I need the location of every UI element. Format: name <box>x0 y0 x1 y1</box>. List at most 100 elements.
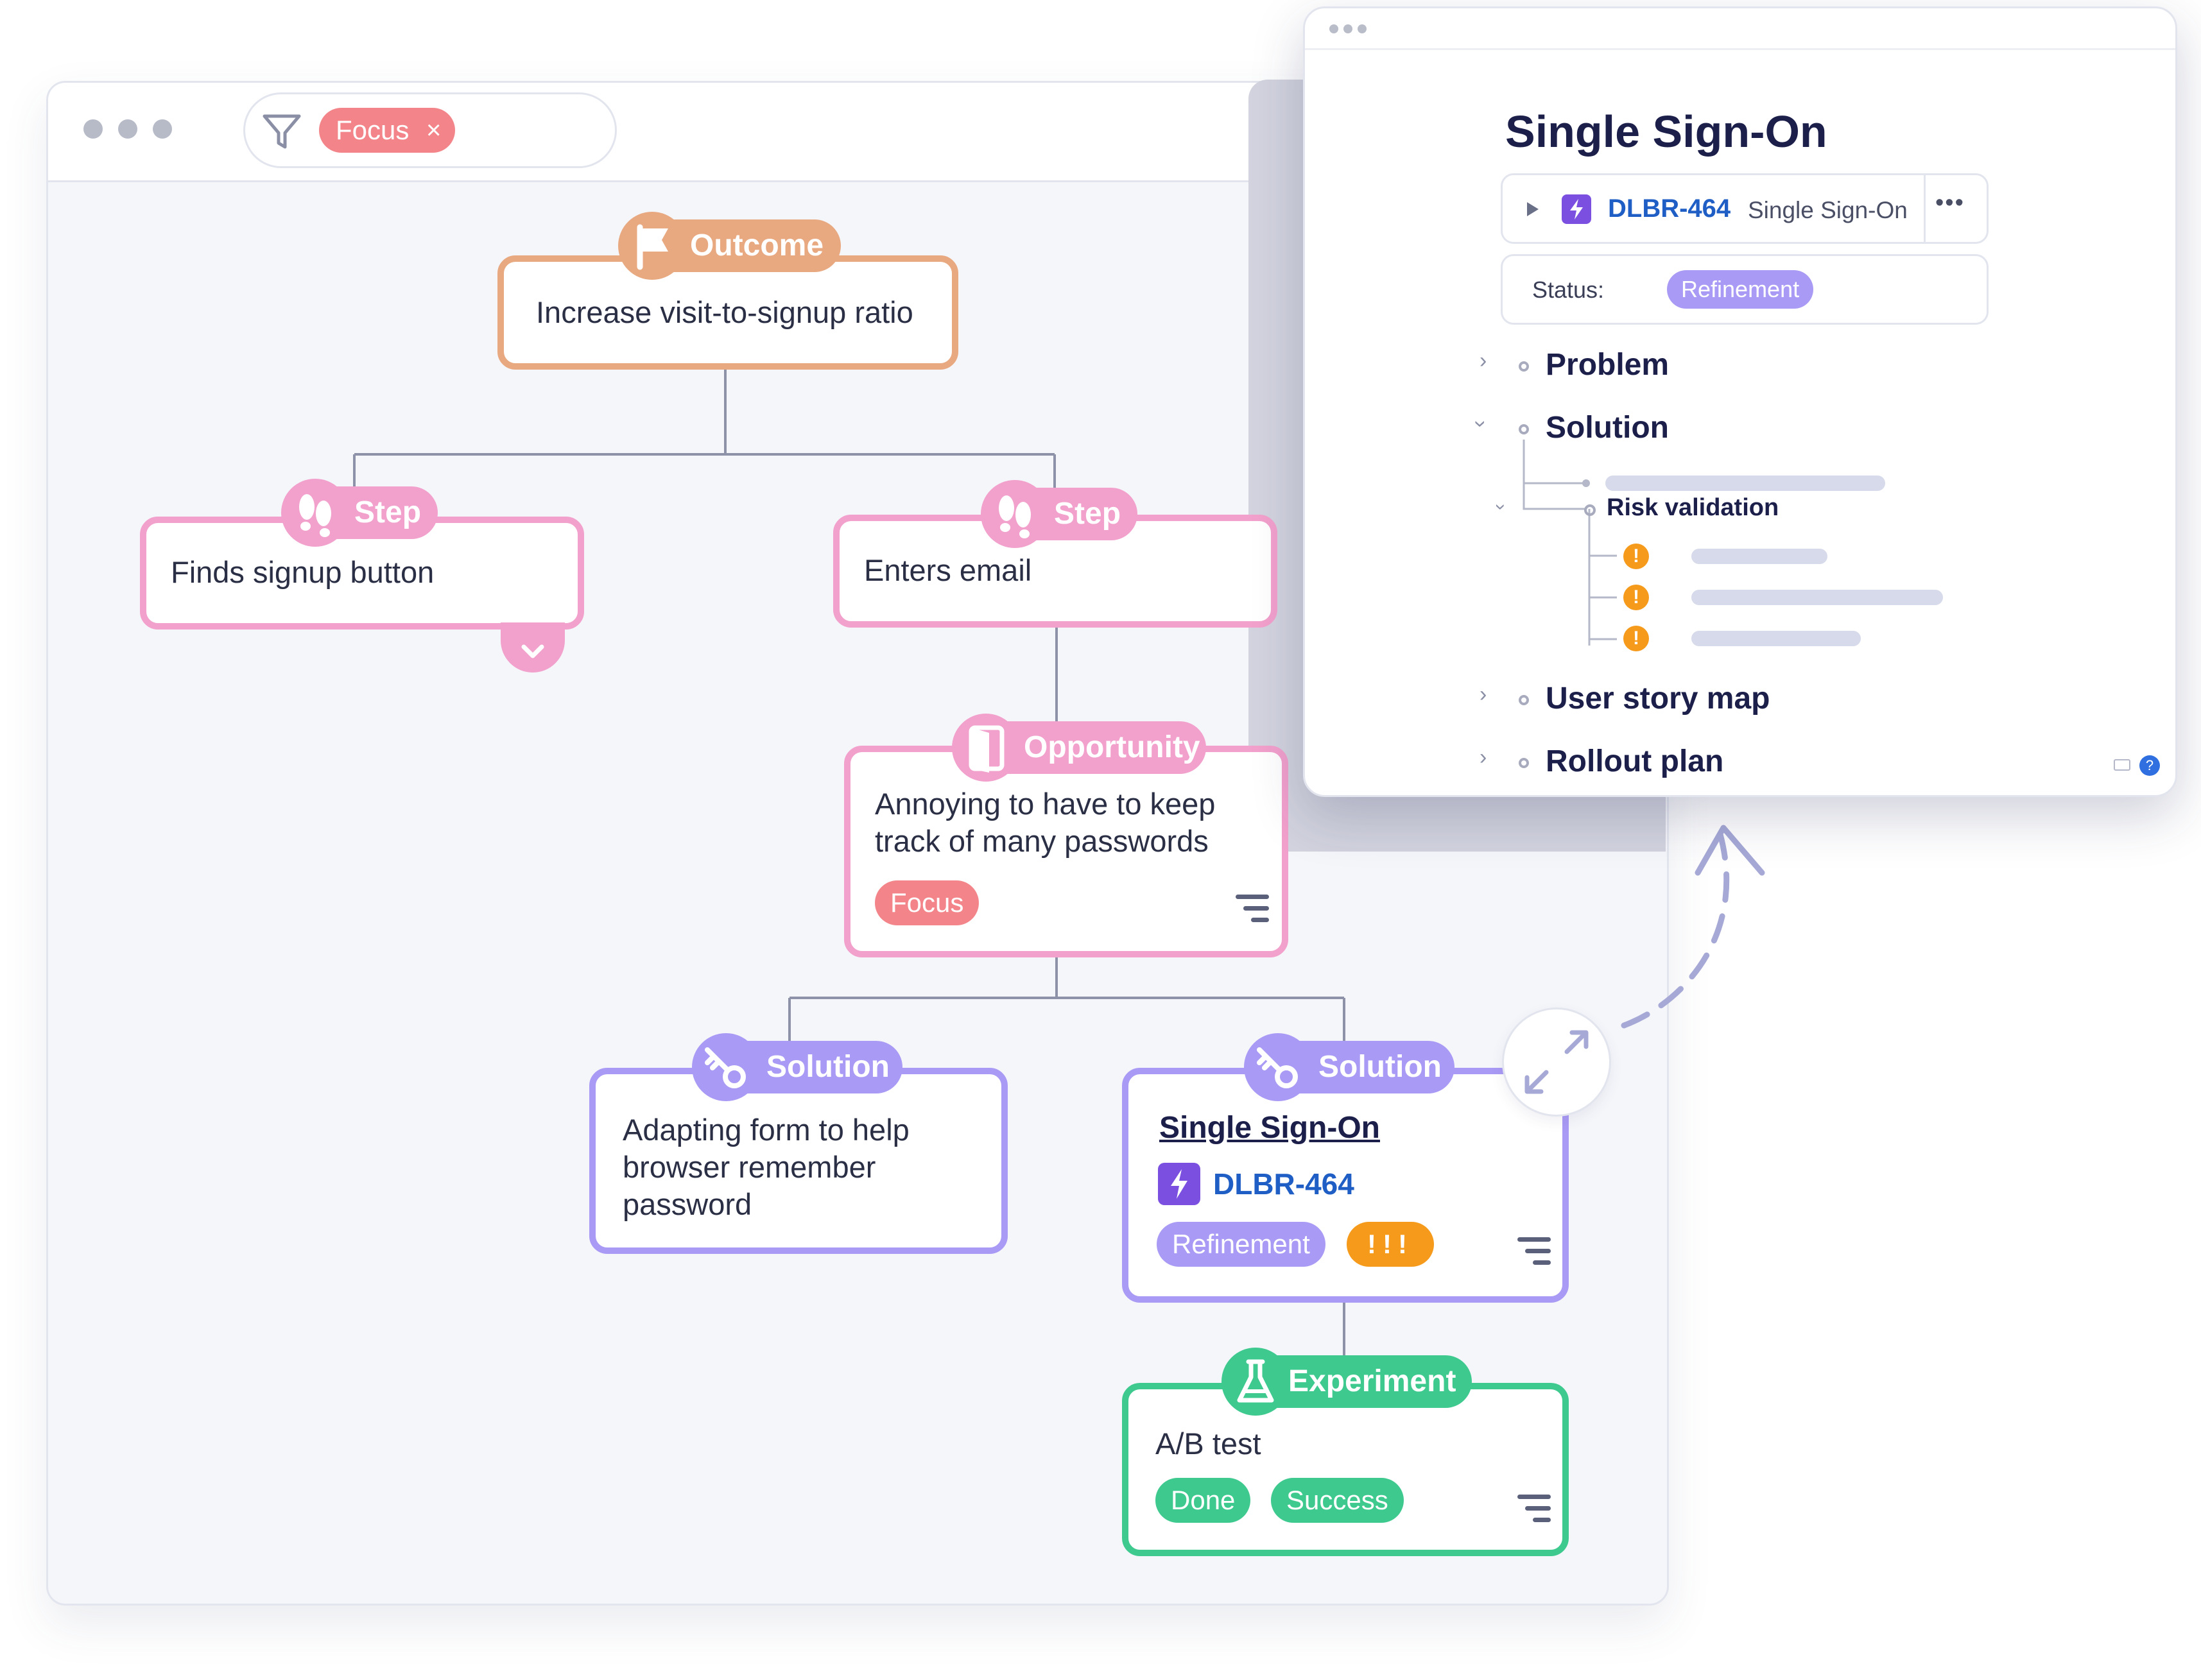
opportunity-text-line: track of many passwords <box>875 824 1209 858</box>
solution2-tag-label: Solution <box>1318 1050 1442 1084</box>
popup-issue-key[interactable]: DLBR-464 <box>1608 194 1731 223</box>
arrow-head <box>1695 825 1765 876</box>
flag-icon <box>618 212 686 280</box>
section-rollout-plan[interactable]: Rollout plan <box>1546 744 1724 778</box>
menu-lines-icon[interactable] <box>1517 1237 1551 1268</box>
menu-lines-icon[interactable] <box>1517 1495 1551 1525</box>
filter-icon[interactable] <box>262 112 302 152</box>
key-icon <box>1244 1033 1312 1101</box>
status-value-chip[interactable]: Refinement <box>1667 270 1814 309</box>
window-dot <box>153 119 172 139</box>
success-chip[interactable]: Success <box>1271 1478 1404 1523</box>
solution-node-2[interactable]: Single Sign-On DLBR-464 Refinement !!! <box>1122 1068 1569 1303</box>
opportunity-text: Annoying to have to keep track of many p… <box>875 785 1215 860</box>
experiment-tag-label: Experiment <box>1288 1364 1456 1398</box>
placeholder-line <box>1691 590 1943 605</box>
outcome-tag-label: Outcome <box>690 228 824 262</box>
step2-text: Enters email <box>864 553 1032 587</box>
chevron-down-icon <box>521 644 544 658</box>
divider <box>1924 175 1926 242</box>
door-icon <box>952 714 1020 782</box>
window-dot <box>118 119 137 139</box>
risk-warnings-chip[interactable]: !!! <box>1347 1222 1434 1267</box>
section-user-story-map[interactable]: User story map <box>1546 681 1770 716</box>
opportunity-text-line: Annoying to have to keep <box>875 787 1216 821</box>
status-row: Status: Refinement <box>1501 254 1989 325</box>
popup-issue-name: Single Sign-On <box>1748 197 1908 223</box>
window-dot <box>1329 24 1338 33</box>
section-ring <box>1519 361 1529 372</box>
popup-titlebar <box>1305 8 2175 50</box>
placeholder-line <box>1691 549 1827 564</box>
chevron-down-icon[interactable]: › <box>1469 420 1494 428</box>
issue-key-link[interactable]: DLBR-464 <box>1213 1167 1354 1201</box>
solution1-text-line: browser remember <box>623 1150 876 1184</box>
warning-icon: ! <box>1623 544 1649 569</box>
focus-chip-label: Focus <box>336 115 410 145</box>
footprints-icon <box>981 480 1049 548</box>
solution1-tag: Solution <box>692 1033 902 1101</box>
footprints-icon <box>281 479 349 547</box>
chevron-right-icon[interactable]: › <box>1480 682 1487 707</box>
experiment-text: A/B test <box>1155 1427 1261 1461</box>
step2-tag-label: Step <box>1054 497 1121 531</box>
solution2-title-link[interactable]: Single Sign-On <box>1159 1111 1380 1145</box>
refinement-chip[interactable]: Refinement <box>1157 1222 1325 1267</box>
focus-chip[interactable]: Focus <box>875 880 980 925</box>
issue-card[interactable]: DLBR-464 Single Sign-On ••• <box>1501 173 1989 244</box>
warning-icon: ! <box>1623 585 1649 610</box>
expand-icon <box>1524 1030 1589 1094</box>
solution2-tag: Solution <box>1244 1033 1454 1101</box>
lightning-icon <box>1158 1163 1200 1205</box>
window-dot <box>1343 24 1352 33</box>
window-dot <box>83 119 103 139</box>
solution1-text: Adapting form to help browser remember p… <box>623 1111 910 1223</box>
section-ring <box>1519 758 1529 768</box>
section-ring <box>1584 504 1596 516</box>
chevron-right-icon[interactable]: › <box>1480 745 1487 769</box>
focus-filter-chip[interactable]: Focus × <box>319 108 456 153</box>
opportunity-tag-label: Opportunity <box>1024 730 1200 764</box>
chevron-right-icon[interactable]: › <box>1480 348 1487 373</box>
key-icon <box>692 1033 760 1101</box>
flask-icon <box>1221 1348 1290 1416</box>
keyboard-icon[interactable] <box>2114 759 2130 771</box>
experiment-node[interactable]: A/B test Done Success <box>1122 1383 1569 1556</box>
solution-node-1[interactable]: Adapting form to help browser remember p… <box>589 1068 1008 1254</box>
lightning-icon <box>1562 194 1591 224</box>
step1-tag: Step <box>281 479 438 547</box>
help-icon[interactable]: ? <box>2139 755 2160 776</box>
experiment-tag: Experiment <box>1221 1348 1472 1416</box>
step-node-2[interactable]: Enters email <box>833 515 1277 628</box>
close-icon[interactable]: × <box>426 116 442 144</box>
popup-title: Single Sign-On <box>1505 107 1827 157</box>
filter-bar[interactable]: Focus × <box>243 92 617 168</box>
risk-validation-label[interactable]: Risk validation <box>1607 494 1779 521</box>
expand-children-button[interactable] <box>501 622 565 673</box>
dashed-link-arrow <box>1621 831 1730 1029</box>
solution1-text-line: password <box>623 1187 752 1221</box>
opportunity-node[interactable]: Annoying to have to keep track of many p… <box>844 746 1288 957</box>
section-solution[interactable]: Solution <box>1546 411 1669 445</box>
chevron-down-icon[interactable]: › <box>1490 504 1512 510</box>
detail-popup: Single Sign-On DLBR-464 Single Sign-On •… <box>1303 6 2177 797</box>
status-label: Status: <box>1532 277 1605 303</box>
bullet <box>1582 479 1590 487</box>
outcome-text: Increase visit-to-signup ratio <box>536 295 913 329</box>
section-ring <box>1519 695 1529 705</box>
step1-tag-label: Step <box>354 495 422 529</box>
section-problem[interactable]: Problem <box>1546 348 1670 382</box>
done-chip[interactable]: Done <box>1155 1478 1251 1523</box>
more-options-icon[interactable]: ••• <box>1935 189 1965 216</box>
warning-icon: ! <box>1623 626 1649 651</box>
solution1-tag-label: Solution <box>766 1050 890 1084</box>
step2-tag: Step <box>981 480 1137 548</box>
popup-tree-lines <box>1523 440 1617 646</box>
window-dot <box>1358 24 1367 33</box>
step1-text: Finds signup button <box>171 555 435 589</box>
expand-button[interactable] <box>1502 1007 1611 1117</box>
menu-lines-icon[interactable] <box>1236 895 1269 925</box>
caret-right-icon[interactable] <box>1526 201 1540 218</box>
outcome-node[interactable]: Increase visit-to-signup ratio <box>497 255 958 370</box>
